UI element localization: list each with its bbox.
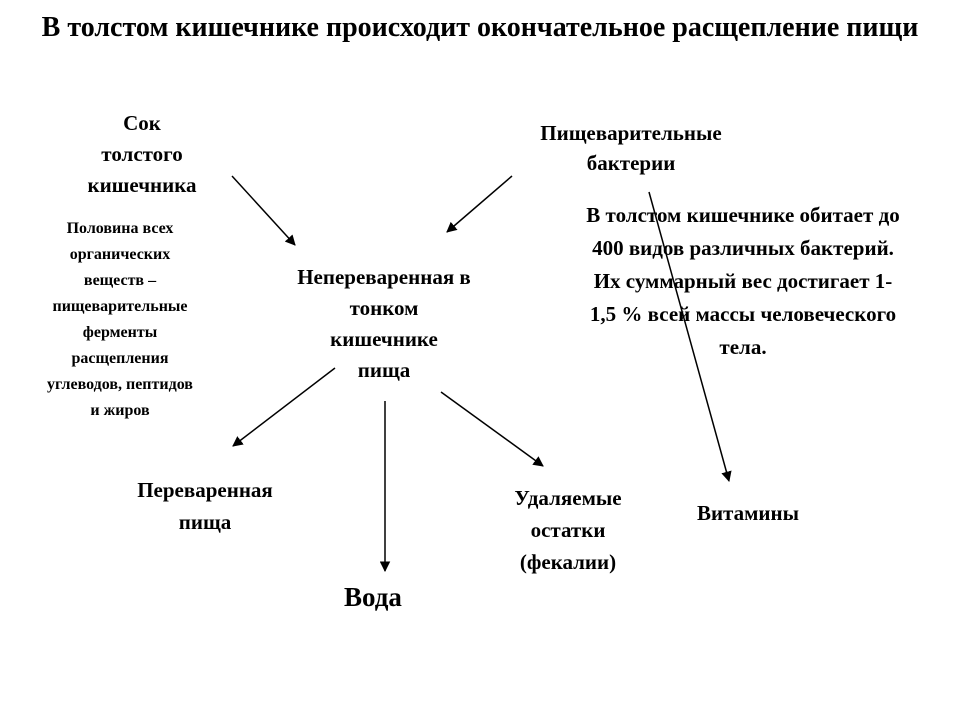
note-line: Их суммарный вес достигает 1- [593,269,893,293]
note-line: расщепления [71,350,169,367]
node-undigested-line: Непереваренная в [297,265,471,289]
node-feces-line: остатки [530,518,606,542]
node-bacteria-line: Пищеварительные [540,121,722,145]
node-juice-line: толстого [101,142,183,166]
note-line: веществ – [83,272,157,289]
note-line: Половина всех [66,220,174,237]
note-line: 400 видов различных бактерий. [592,236,894,260]
note-line: пищеварительные [52,298,188,315]
node-juice: Сок толстого кишечника [52,108,232,201]
node-juice-line: Сок [123,111,161,135]
node-vitamins: Витамины [662,497,834,529]
arrow-juice-to-undigested [231,175,296,246]
node-digested: Переваренная пища [100,474,310,538]
node-vitamins-line: Витамины [696,501,800,525]
note-line: В толстом кишечнике обитает до [586,203,900,227]
node-bacteria-note: В толстом кишечнике обитает до 400 видов… [538,199,948,364]
arrow-bacteria-to-undigested [446,175,513,233]
note-line: углеводов, пептидов [47,376,193,393]
node-bacteria-line: бактерии [586,151,676,175]
node-feces-line: Удаляемые [514,486,622,510]
arrow-bacteria-to-vitamins [648,191,732,483]
node-digested-line: пища [178,510,232,534]
arrow-undigested-to-feces [440,391,544,467]
note-line: тела. [719,335,767,359]
node-water: Вода [313,579,433,615]
node-feces-line: (фекалии) [519,550,617,574]
node-bacteria: Пищеварительные бактерии [500,118,762,178]
node-water-line: Вода [344,582,402,612]
note-line: ферменты [82,324,158,341]
note-line: 1,5 % всей массы человеческого [589,302,897,326]
node-undigested-line: кишечнике [330,327,438,351]
node-feces: Удаляемые остатки (фекалии) [478,482,658,578]
node-undigested-line: пища [357,358,411,382]
arrow-undigested-to-digested [232,367,336,447]
page-title: В толстом кишечнике происходит окончател… [41,12,919,43]
node-juice-note: Половина всех органических веществ – пищ… [10,216,230,424]
note-line: органических [69,246,171,263]
node-undigested-line: тонком [349,296,419,320]
node-juice-line: кишечника [87,173,197,197]
note-line: и жиров [90,402,150,419]
node-digested-line: Переваренная [137,478,273,502]
node-undigested: Непереваренная в тонком кишечнике пища [258,262,510,386]
